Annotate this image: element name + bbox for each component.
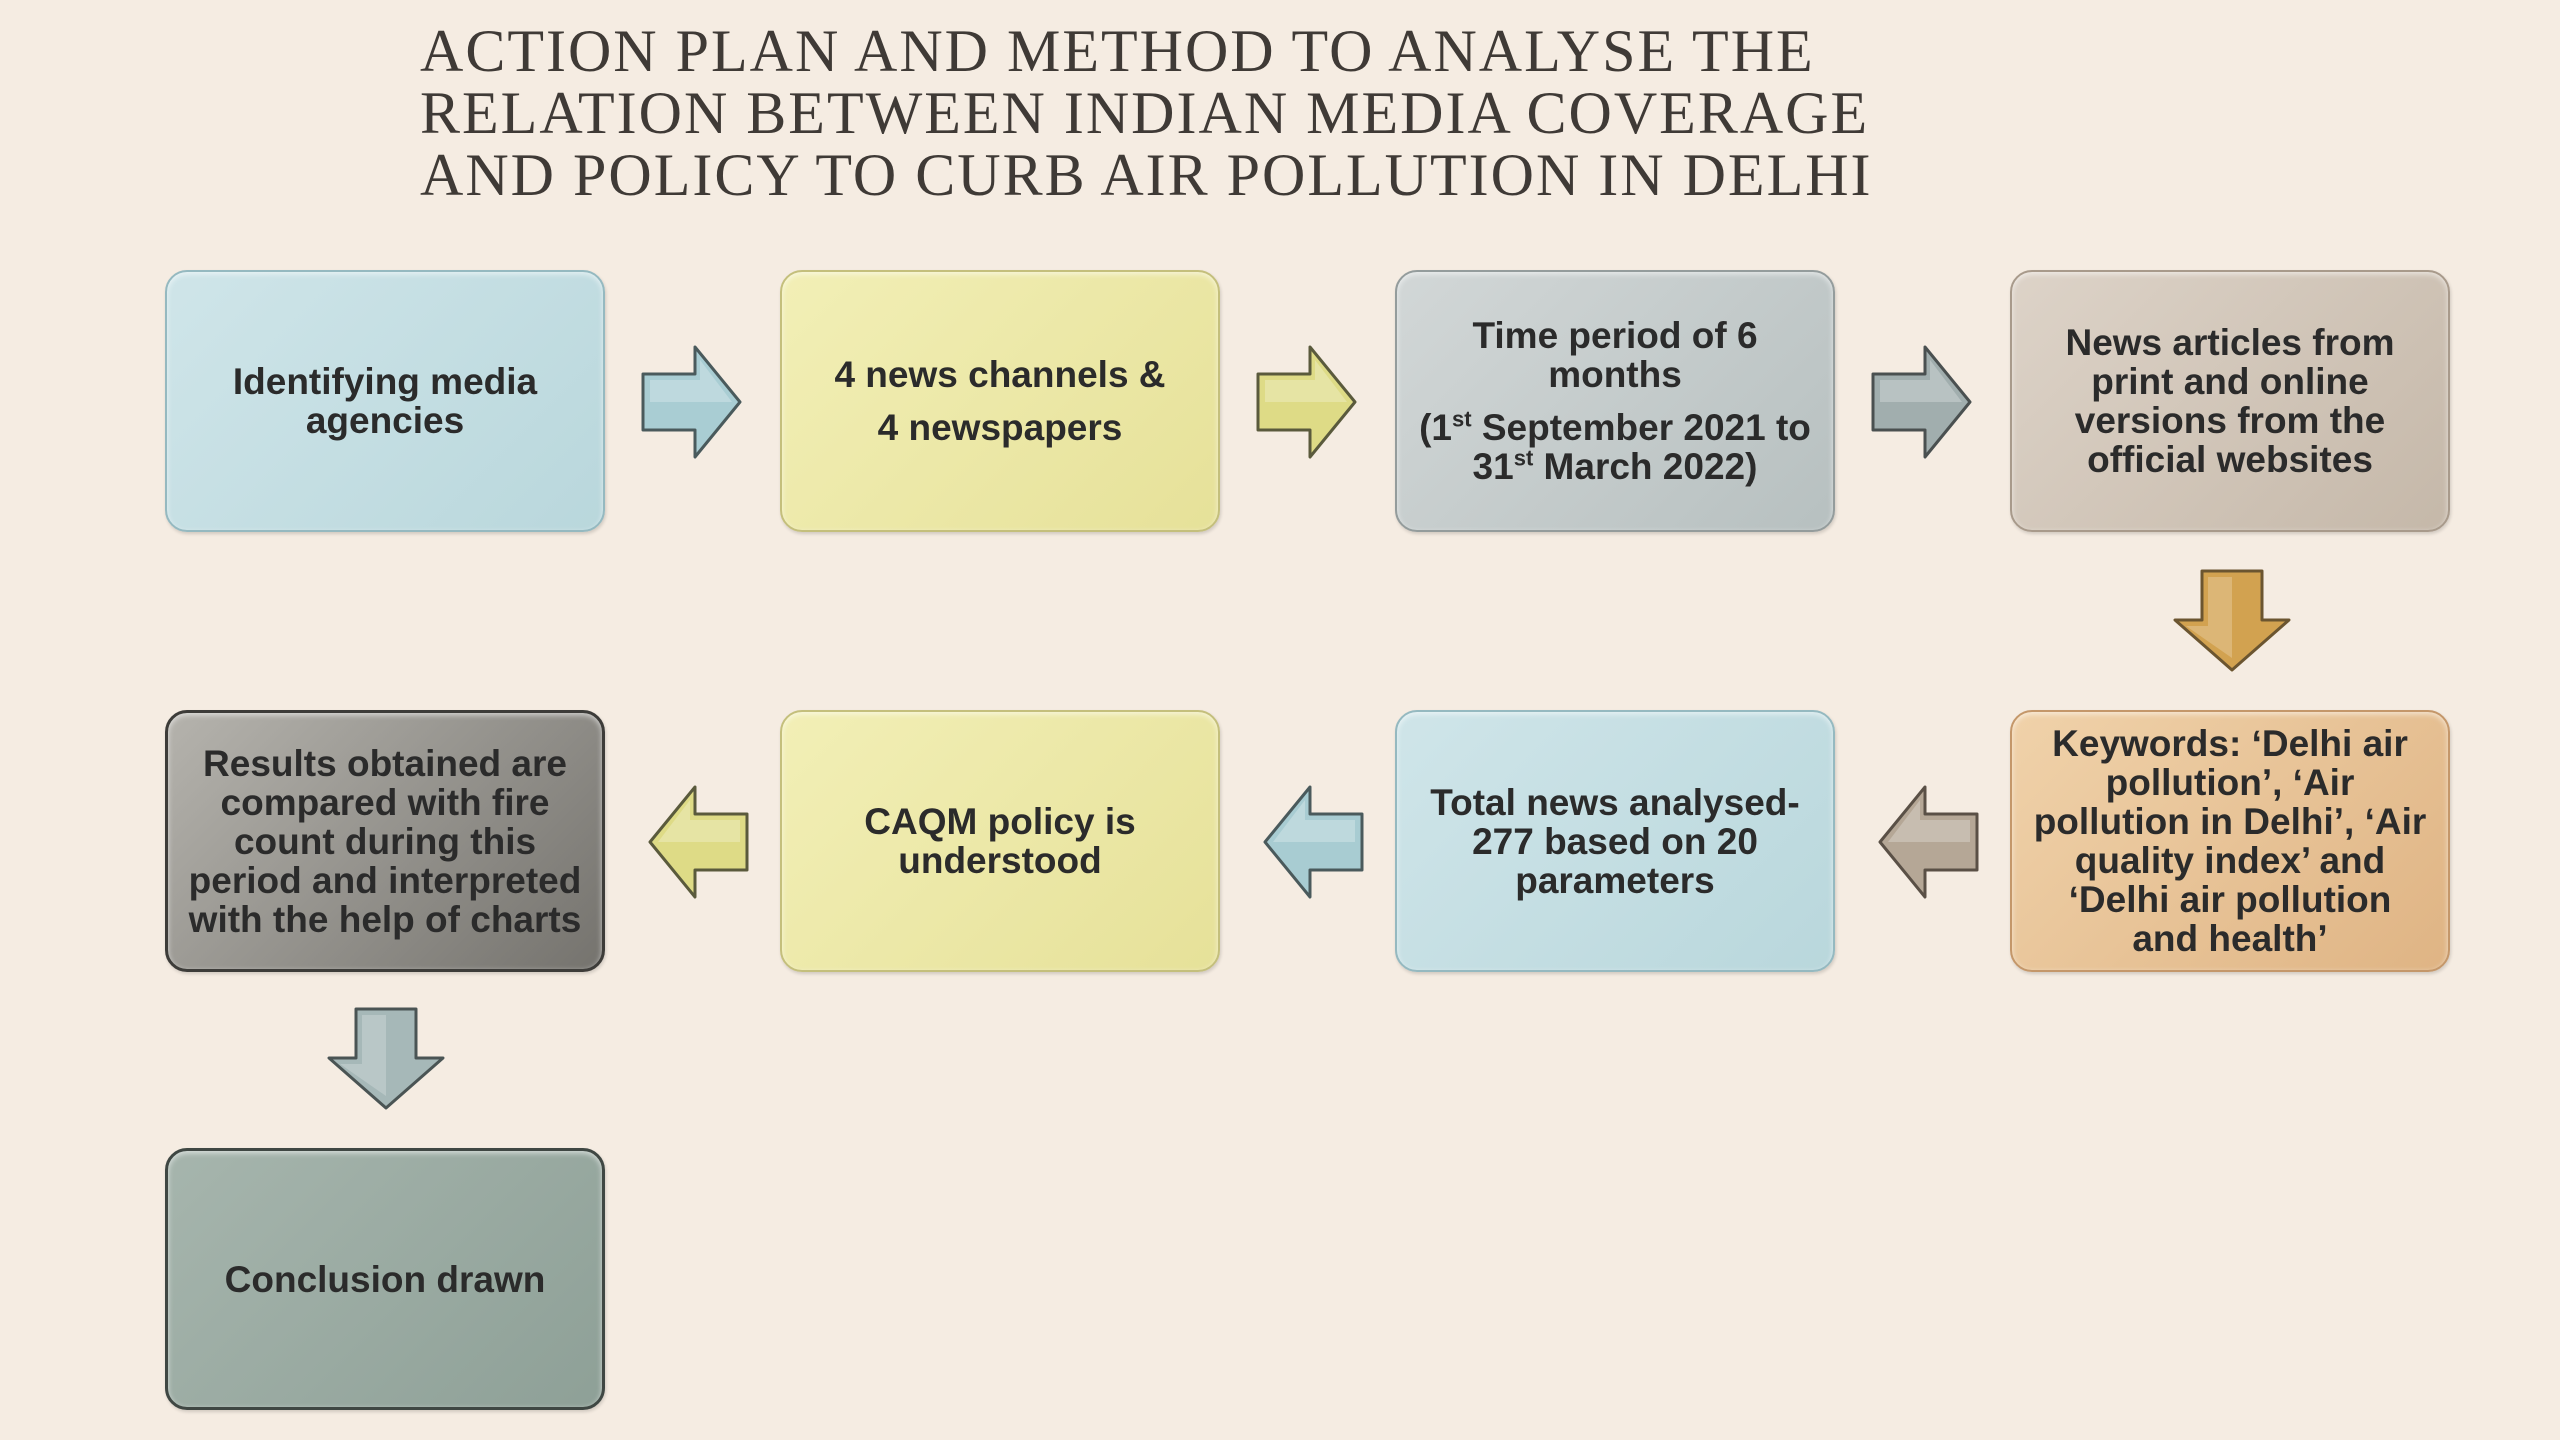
step-keywords: Keywords: ‘Delhi air pollution’, ‘Air po… (2010, 710, 2450, 972)
left-arrow-icon (1878, 785, 1979, 899)
step-text: period and interpreted (188, 859, 582, 901)
date-range-start: (1st September 2021 to (1419, 406, 1811, 448)
step-text: parameters (1515, 859, 1715, 901)
step-text: Identifying media (232, 361, 538, 402)
step-text: pollution in Delhi’, ‘Air (2033, 801, 2427, 842)
step-text: and health’ (2132, 918, 2328, 959)
step-text: versions from the (2074, 400, 2386, 441)
step-news-channels-newspapers: 4 news channels & 4 newspapers (780, 270, 1220, 532)
step-text: with the help of charts (188, 898, 582, 940)
step-caqm-policy: CAQM policy is understood (780, 710, 1220, 972)
step-text: Total news analysed- (1430, 781, 1800, 823)
step-text: count during this (233, 820, 537, 862)
step-text: months (1548, 354, 1682, 395)
left-arrow-icon (1263, 785, 1364, 899)
step-text: CAQM policy is (864, 801, 1136, 842)
title-line-3: AND POLICY TO CURB AIR POLLUTION IN DELH… (420, 142, 1873, 208)
step-text: Keywords: ‘Delhi air (2052, 723, 2408, 764)
date-range-end: 31st March 2022) (1472, 445, 1758, 487)
step-text: pollution’, ‘Air (2105, 762, 2355, 803)
step-identifying-media-agencies: Identifying media agencies (165, 270, 605, 532)
diagram-title: ACTION PLAN AND METHOD TO ANALYSE THE RE… (420, 20, 2120, 206)
step-text: Results obtained are (203, 742, 567, 784)
left-arrow-icon (648, 785, 749, 899)
step-conclusion-drawn: Conclusion drawn (165, 1148, 605, 1410)
step-text: understood (898, 840, 1102, 881)
right-arrow-icon (1871, 345, 1972, 459)
right-arrow-icon (641, 345, 742, 459)
down-arrow-icon (2173, 569, 2291, 672)
step-total-news-analysed: Total news analysed- 277 based on 20 par… (1395, 710, 1835, 972)
step-text: Conclusion drawn (224, 1258, 546, 1300)
step-news-articles-sources: News articles from print and online vers… (2010, 270, 2450, 532)
right-arrow-icon (1256, 345, 1357, 459)
step-text: 4 newspapers (877, 407, 1123, 448)
step-text: 4 news channels & (834, 354, 1166, 395)
step-text: compared with fire (220, 781, 550, 823)
step-text: News articles from (2065, 322, 2395, 363)
title-line-2: RELATION BETWEEN INDIAN MEDIA COVERAGE (420, 80, 1870, 146)
down-arrow-icon (327, 1007, 445, 1110)
title-line-1: ACTION PLAN AND METHOD TO ANALYSE THE (420, 18, 1815, 84)
step-text: 277 based on 20 (1472, 820, 1758, 862)
step-text: agencies (305, 400, 465, 441)
step-text: ‘Delhi air pollution (2068, 879, 2392, 920)
step-results-compared: Results obtained are compared with fire … (165, 710, 605, 972)
step-text: official websites (2087, 439, 2373, 480)
step-text: quality index’ and (2074, 840, 2386, 881)
step-text: print and online (2091, 361, 2369, 402)
step-time-period: Time period of 6 months (1st September 2… (1395, 270, 1835, 532)
step-text: Time period of 6 (1472, 315, 1758, 356)
